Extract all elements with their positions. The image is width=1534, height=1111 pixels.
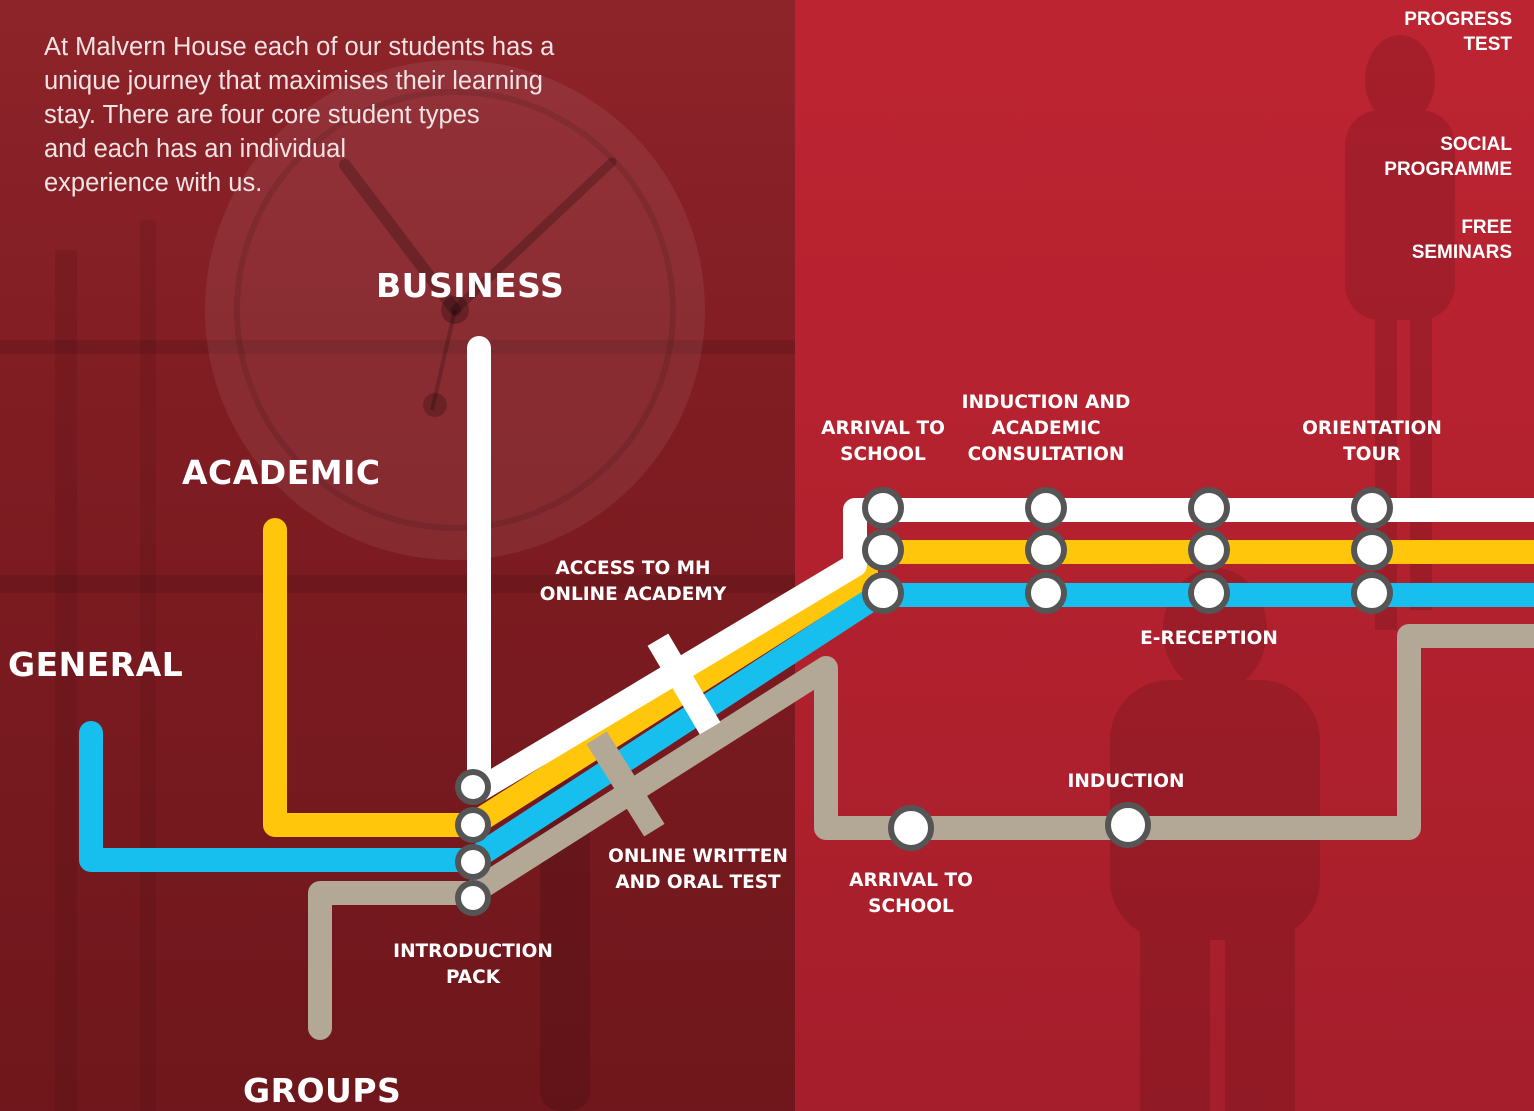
students-image — [540, 35, 1455, 1111]
clock-image — [205, 60, 705, 560]
groups-route-title: GROUPS — [243, 1071, 402, 1110]
intro-line-3: stay. There are four core student types — [44, 101, 480, 129]
arrival-station-business — [862, 487, 904, 529]
introduction-pack-label: INTRODUCTION PACK — [393, 941, 553, 988]
academic-start-station — [455, 807, 491, 843]
groups-arrival-label: ARRIVAL TO SCHOOL — [849, 870, 973, 917]
intro-line-1: At Malvern House each of our students ha… — [44, 33, 555, 61]
ereception-station-general — [1188, 572, 1230, 614]
induction-label: INDUCTION — [1067, 771, 1185, 792]
online-test-label: ONLINE WRITTEN AND ORAL TEST — [608, 846, 788, 893]
orientation-station-business — [1351, 487, 1393, 529]
free-seminars-label: FREE SEMINARS — [1411, 217, 1512, 263]
ereception-station-academic — [1188, 529, 1230, 571]
groups-arrival-station — [888, 805, 934, 851]
business-route-title: BUSINESS — [376, 266, 565, 305]
groups-start-station — [455, 880, 491, 916]
intro-line-2: unique journey that maximises their lear… — [44, 67, 543, 95]
online-academy-tick — [647, 633, 721, 735]
ereception-station-business — [1188, 487, 1230, 529]
arrival-station-general — [862, 572, 904, 614]
orientation-tour-label: ORIENTATION TOUR — [1302, 418, 1442, 465]
online-test-tick — [586, 731, 665, 837]
online-academy-label: ACCESS TO MH ONLINE ACADEMY — [539, 558, 727, 605]
arrival-to-school-label: ARRIVAL TO SCHOOL — [821, 418, 945, 465]
left-background-panel — [0, 0, 795, 1111]
intro-line-4: and each has an individual — [44, 135, 346, 163]
arrival-station-academic — [862, 529, 904, 571]
intro-paragraph: At Malvern House each of our students ha… — [44, 30, 604, 200]
induction-station-business — [1025, 487, 1067, 529]
social-programme-label: SOCIAL PROGRAMME — [1384, 134, 1512, 180]
induction-consultation-label: INDUCTION AND ACADEMIC CONSULTATION — [961, 392, 1131, 465]
induction-station-general — [1025, 572, 1067, 614]
orientation-station-general — [1351, 572, 1393, 614]
e-reception-label: E-RECEPTION — [1140, 628, 1278, 649]
business-start-station — [455, 769, 491, 805]
groups-induction-station — [1105, 802, 1151, 848]
general-start-station — [455, 844, 491, 880]
business-route-line — [467, 336, 1534, 802]
intro-line-5: experience with us. — [44, 169, 263, 197]
academic-route-title: ACADEMIC — [182, 453, 381, 492]
progress-test-label: PROGRESS TEST — [1404, 9, 1512, 55]
orientation-station-academic — [1351, 529, 1393, 571]
induction-station-academic — [1025, 529, 1067, 571]
groups-route-line — [308, 624, 1534, 1040]
general-route-title: GENERAL — [8, 645, 184, 684]
academic-route-line — [263, 518, 1534, 837]
